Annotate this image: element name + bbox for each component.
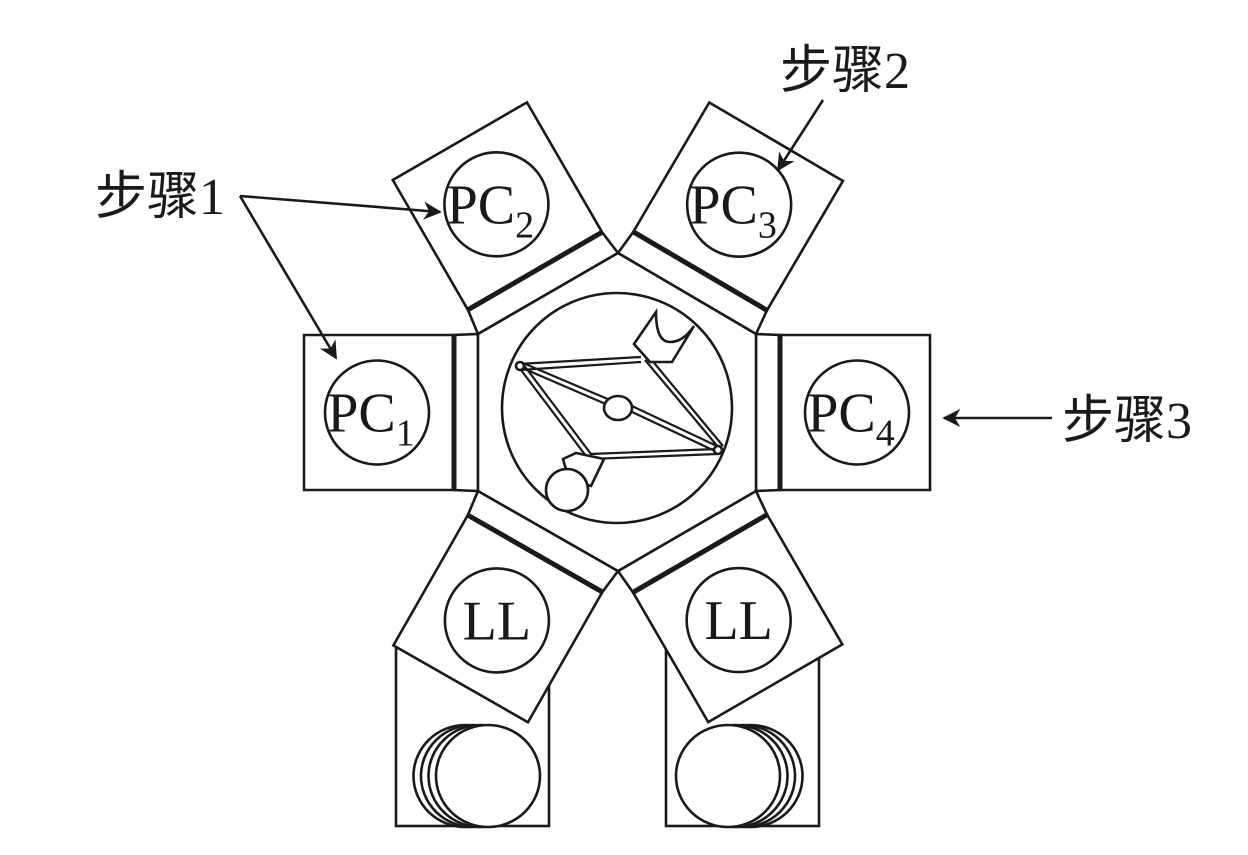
chamber-label-subscript: 3 — [758, 205, 777, 247]
chamber-pc4[interactable] — [754, 332, 932, 493]
step-2-label: 步骤2 — [780, 43, 910, 100]
slot-valve-pc1 — [452, 332, 480, 493]
chamber-label-pc3: PC3 — [689, 175, 777, 247]
chamber-label-pc4: PC4 — [807, 383, 895, 455]
end-effector-upper — [632, 307, 696, 364]
gate-line-ll-right — [631, 512, 769, 595]
chamber-label-base: PC — [689, 175, 758, 237]
step-1-arrow-to-pc1 — [238, 195, 338, 360]
wafer-stack-right — [674, 723, 804, 829]
wafer-stage-pc3 — [685, 151, 793, 258]
gate-line-ll-left — [466, 512, 604, 595]
step-1-arrow-to-pc2 — [239, 194, 442, 220]
wafer-stack-left — [412, 723, 542, 829]
chamber-label-pc1: PC1 — [327, 383, 415, 455]
step-3-label: 步骤3 — [1062, 393, 1192, 450]
step-1-label: 步骤1 — [95, 169, 225, 226]
chamber-label-ll-right: LL — [704, 590, 772, 652]
chamber-label-subscript: 1 — [396, 413, 415, 455]
robot-hub — [602, 394, 634, 422]
chamber-ll-left[interactable] — [391, 489, 620, 725]
transfer-robot — [500, 291, 734, 525]
chamber-label-subscript: 4 — [876, 413, 895, 455]
step-2-annotation: 步骤2 — [776, 43, 910, 172]
step-1-annotation: 步骤1 — [95, 169, 442, 360]
wafer-stage-ll-right — [685, 566, 792, 674]
chamber-label-ll-left: LL — [463, 590, 531, 652]
chamber-label-base: PC — [807, 383, 876, 445]
wafer — [434, 723, 542, 829]
held-wafer — [544, 467, 590, 513]
wafer-stage-ll-left — [443, 567, 551, 674]
step-2-arrow-to-pc3 — [776, 99, 825, 172]
chamber-pc2[interactable] — [391, 100, 620, 336]
gate-line-pc3 — [632, 229, 769, 313]
process-chambers — [302, 100, 932, 725]
wafer-stage-pc2 — [443, 151, 550, 258]
chamber-label-base: PC — [327, 383, 396, 445]
wafer-stage-pc4 — [803, 359, 911, 466]
wafer-stage-pc1 — [323, 359, 431, 466]
chamber-label-subscript: 2 — [515, 204, 534, 246]
wafer — [674, 723, 782, 829]
chamber-label-base: LL — [463, 590, 531, 652]
cassette-right — [664, 646, 821, 829]
chamber-label-base: LL — [704, 590, 772, 652]
robot-arms — [514, 355, 724, 461]
slot-valve-pc4 — [754, 332, 782, 493]
chamber-ll-right[interactable] — [616, 489, 845, 724]
step-3-annotation: 步骤3 — [942, 393, 1192, 450]
chamber-pc1[interactable] — [302, 332, 480, 493]
gate-line-pc2 — [466, 230, 604, 312]
chamber-label-pc2: PC2 — [447, 174, 534, 246]
cassette-left — [394, 646, 551, 829]
chamber-label-base: PC — [447, 174, 516, 236]
robot-housing-circle — [500, 291, 734, 525]
